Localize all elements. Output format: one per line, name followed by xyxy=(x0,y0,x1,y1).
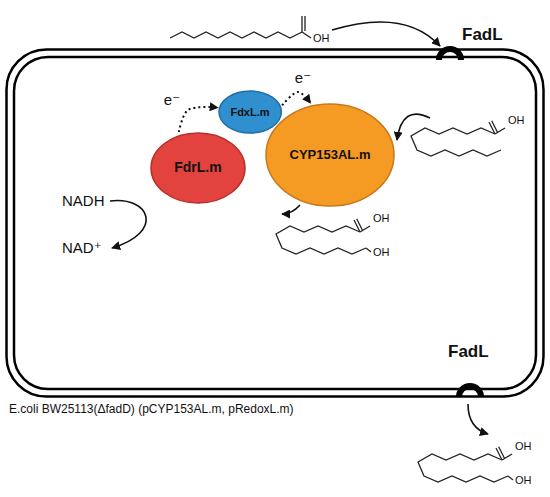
hydroxy-acid-structure xyxy=(418,447,513,482)
electron-label: e⁻ xyxy=(162,92,182,107)
export-arrow xyxy=(468,404,488,434)
enzyme-name: FdrL.m xyxy=(174,160,221,175)
single-bond xyxy=(366,248,371,252)
hydroxy-acid-structure xyxy=(276,219,371,254)
enzyme-name: CYP153AL.m xyxy=(290,148,371,162)
substrate-arrow xyxy=(397,114,430,140)
outer-membrane xyxy=(7,50,544,397)
atom-label: OH xyxy=(515,440,532,452)
enzyme-shape xyxy=(219,91,281,133)
carbon-chain xyxy=(170,32,302,38)
electron-transfer-arrow xyxy=(179,107,218,132)
cofactor-label: NAD⁺ xyxy=(62,240,102,257)
carbon-chain xyxy=(418,454,508,482)
atom-label: OH xyxy=(515,474,532,486)
double-bond xyxy=(354,220,360,232)
fatty-acid-structure xyxy=(411,121,505,156)
double-bond xyxy=(301,16,302,32)
double-bond xyxy=(496,448,502,460)
atom-label: OH xyxy=(313,32,330,44)
reductase-enzyme: FdrL.m xyxy=(150,132,246,204)
atom-label: OH xyxy=(508,114,525,126)
cofactor-arrow xyxy=(110,201,146,248)
uptake-arrow xyxy=(332,22,440,46)
strain-label: E.coli BW25113(ΔfadD) (pCYP153AL.m, pRed… xyxy=(9,403,294,416)
cofactor-label: NADH xyxy=(62,193,105,210)
transporter-label: FadL xyxy=(462,26,503,45)
single-bond xyxy=(502,454,512,460)
enzyme-shape xyxy=(266,104,394,206)
double-bond xyxy=(357,219,363,231)
carbon-chain xyxy=(276,226,366,254)
product-arrow xyxy=(282,205,300,214)
electron-transfer-arrow xyxy=(282,92,310,105)
ferredoxin-enzyme: FdxL.m xyxy=(218,90,282,134)
transporter-label: FadL xyxy=(448,343,489,362)
single-bond xyxy=(508,476,513,480)
fatty-acid-structure xyxy=(170,16,311,38)
single-bond xyxy=(360,226,370,232)
single-bond xyxy=(495,128,505,134)
double-bond xyxy=(489,122,495,134)
carbon-chain xyxy=(411,128,501,156)
single-bond xyxy=(302,32,311,38)
double-bond xyxy=(492,121,498,133)
inner-membrane xyxy=(14,57,536,389)
enzyme-name: FdxL.m xyxy=(230,106,269,118)
double-bond xyxy=(499,447,505,459)
electron-label: e⁻ xyxy=(293,70,313,85)
cytochrome-enzyme: CYP153AL.m xyxy=(265,103,395,207)
atom-label: OH xyxy=(373,246,390,258)
atom-label: OH xyxy=(373,212,390,224)
double-bond xyxy=(304,16,305,31)
enzyme-shape xyxy=(151,133,245,203)
